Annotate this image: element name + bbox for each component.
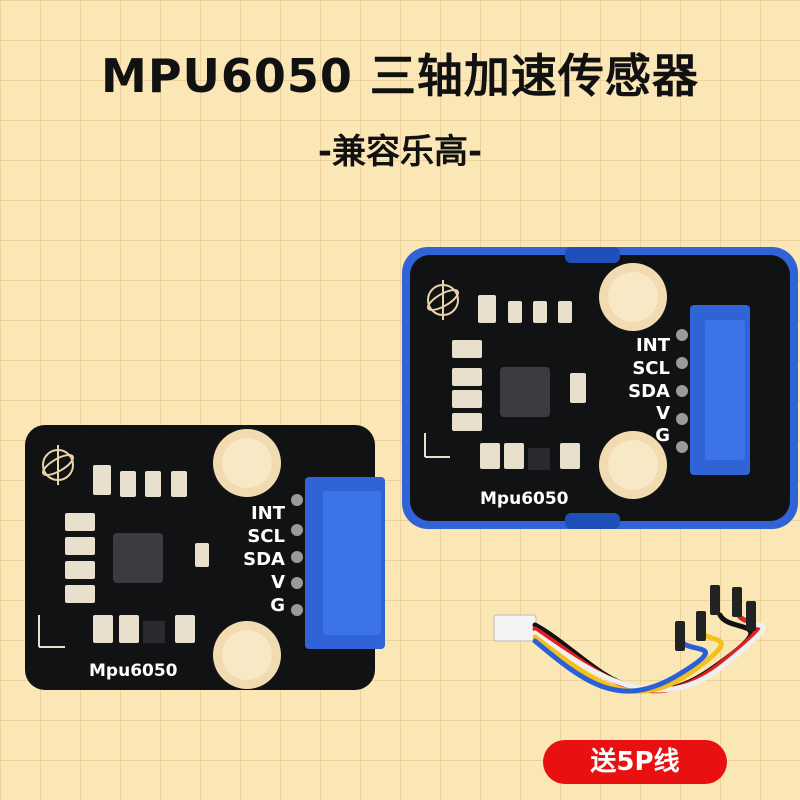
pin-label-scl: SCL bbox=[632, 358, 670, 379]
cable-image bbox=[493, 585, 766, 694]
pin-label-g: G bbox=[655, 425, 670, 446]
pin-label-g: G bbox=[270, 595, 285, 616]
product-subtitle: -兼容乐高- bbox=[317, 132, 483, 172]
mpu-chip bbox=[113, 533, 163, 583]
sensor-board-framed: INT SCL SDA V G Mpu6050 bbox=[400, 245, 800, 535]
cable-5p bbox=[480, 575, 780, 739]
pin-label-int: INT bbox=[635, 335, 670, 356]
mpu-chip bbox=[500, 367, 550, 417]
logo-icon bbox=[426, 280, 460, 320]
pin-label-sda: SDA bbox=[243, 549, 285, 570]
pin-label-v: V bbox=[271, 572, 285, 593]
pin-label-int: INT bbox=[250, 503, 285, 524]
model-label: Mpu6050 bbox=[480, 489, 569, 509]
logo-icon bbox=[41, 445, 75, 485]
pin-label-v: V bbox=[656, 403, 670, 424]
product-title: MPU6050 三轴加速传感器 bbox=[101, 49, 699, 103]
cable-included-badge: 送5P线 bbox=[543, 740, 727, 784]
sensor-board-framed-image bbox=[402, 247, 798, 529]
pin-label-sda: SDA bbox=[628, 381, 670, 402]
sensor-board-image bbox=[25, 425, 385, 690]
model-label: Mpu6050 bbox=[89, 661, 178, 681]
pin-label-scl: SCL bbox=[247, 526, 285, 547]
sensor-board: INT SCL SDA V G Mpu6050 bbox=[25, 425, 395, 695]
